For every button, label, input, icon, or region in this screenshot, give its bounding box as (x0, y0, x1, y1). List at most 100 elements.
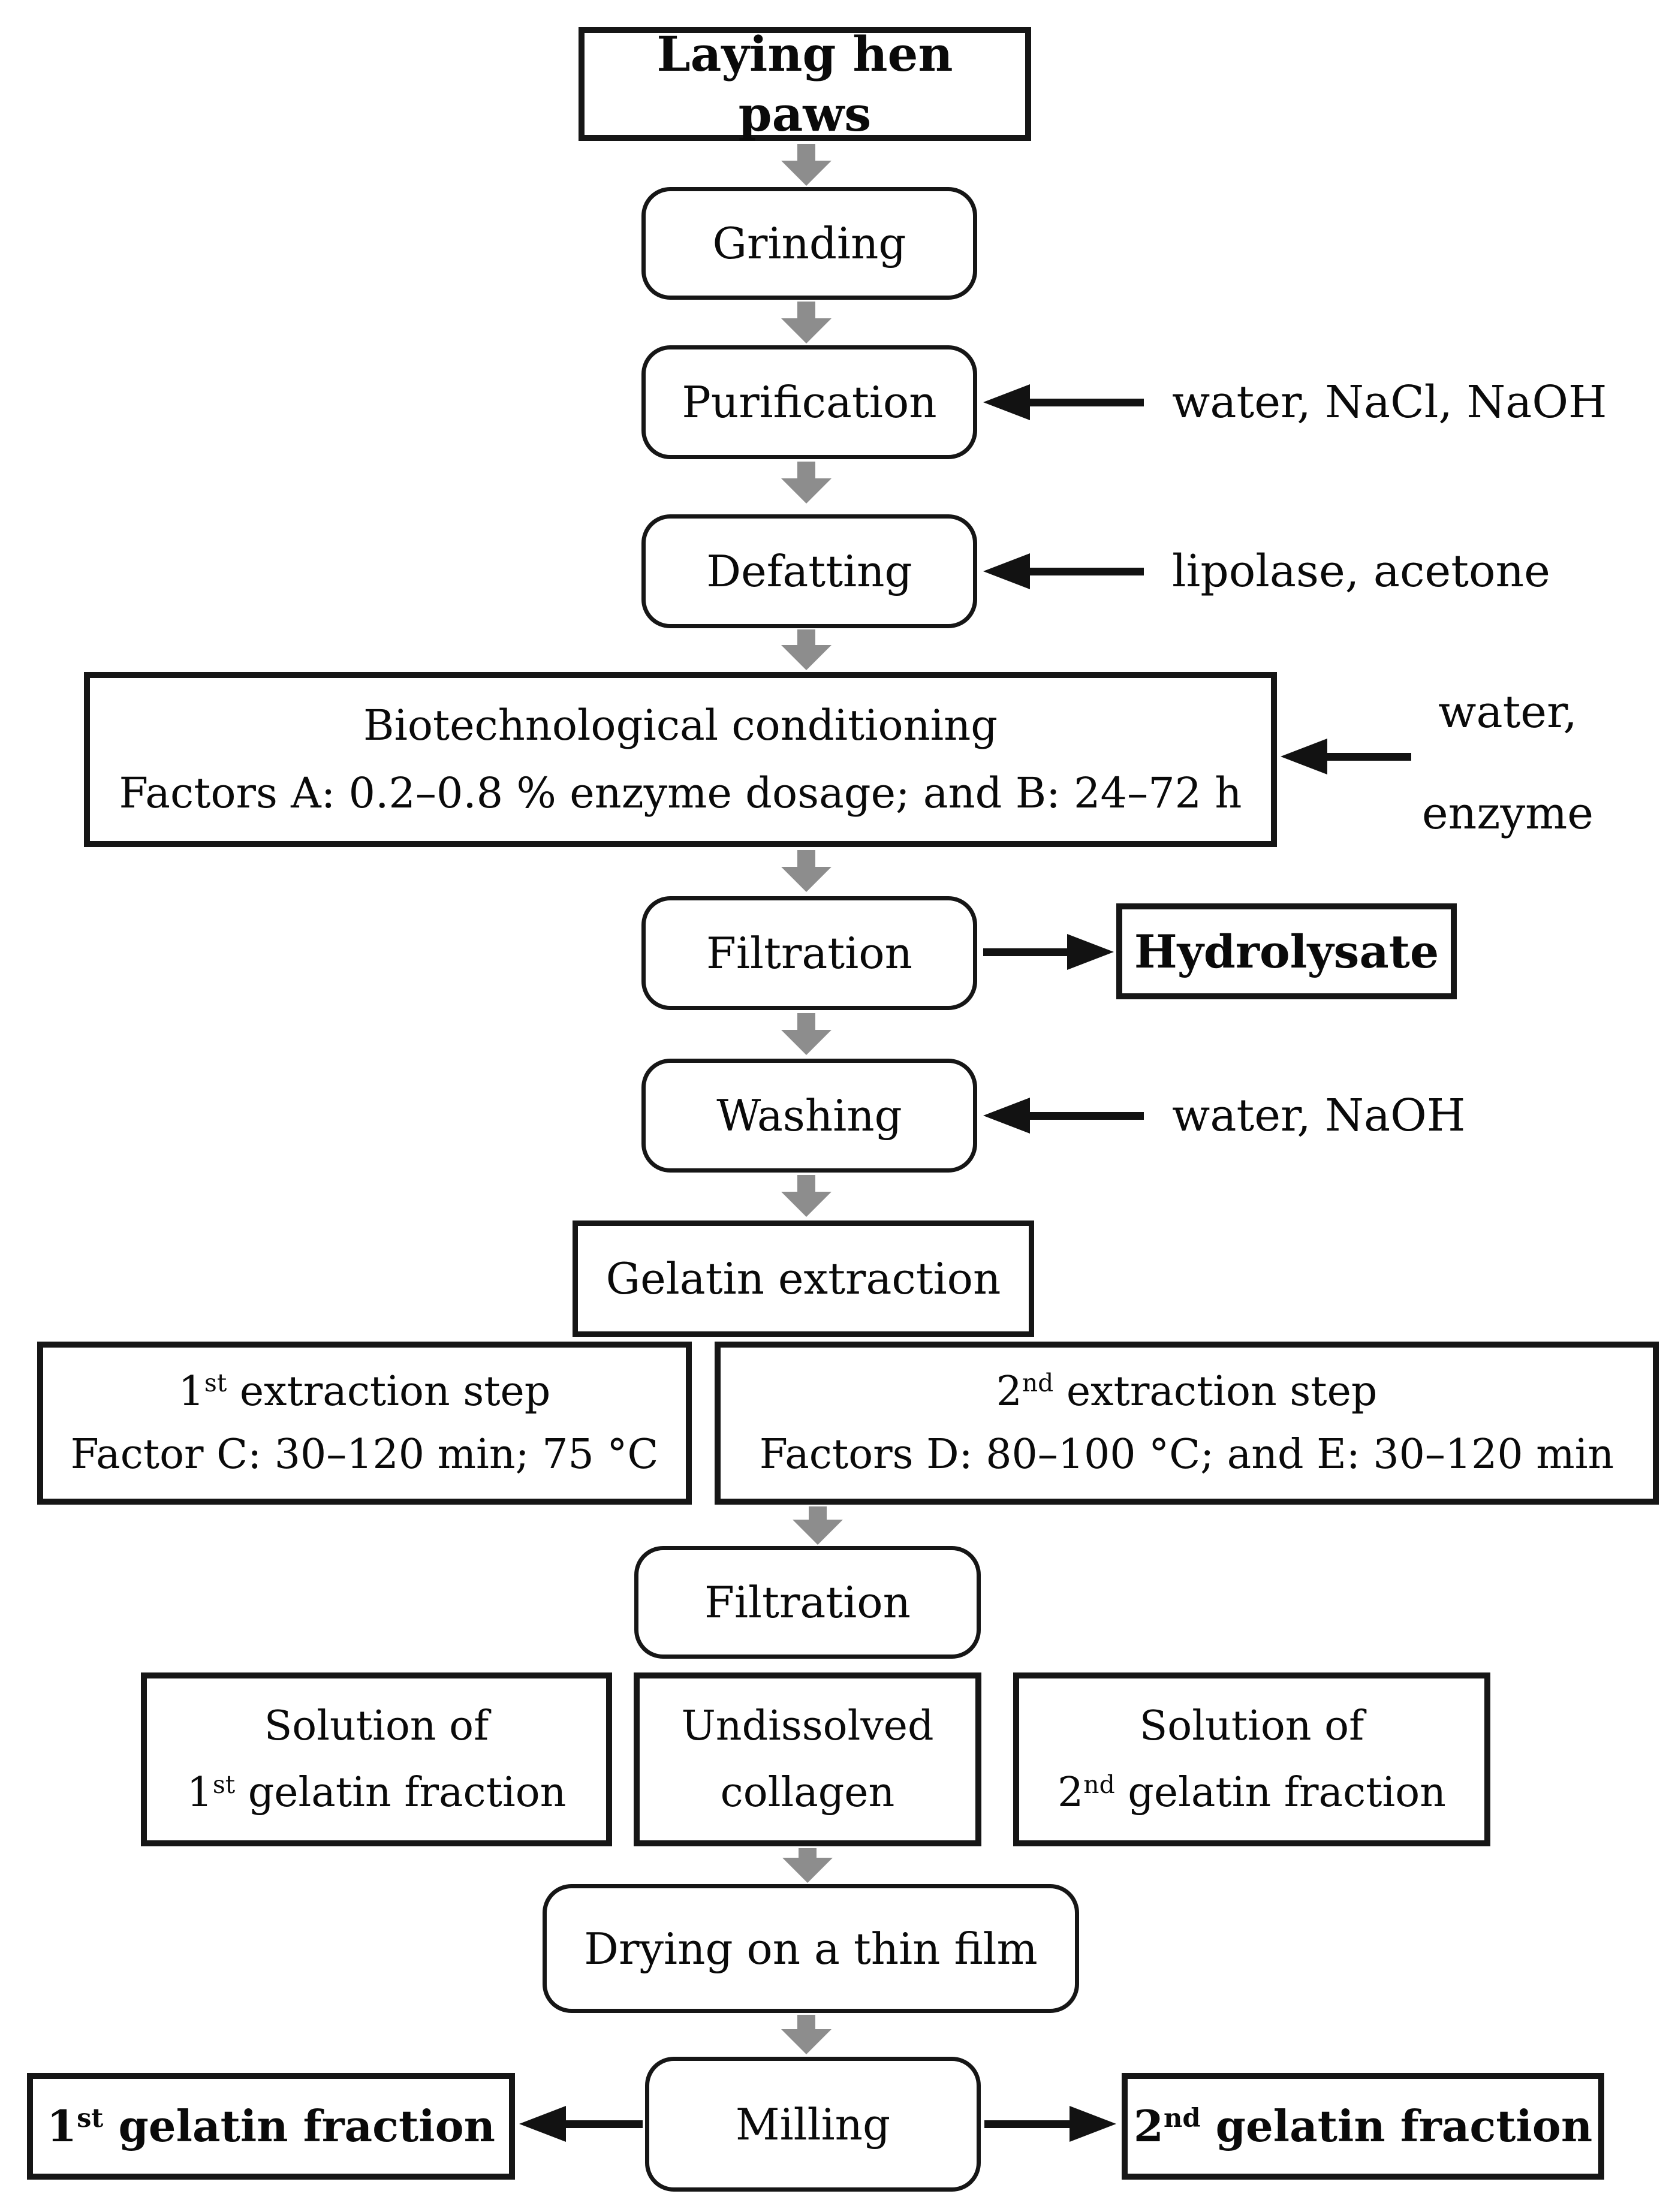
ordinal-suffix: st (77, 2103, 104, 2134)
arrow-head (781, 2029, 832, 2054)
node-fraction-1-label: 1st gelatin fraction (47, 2099, 495, 2153)
node-gelatin-extraction-label: Gelatin extraction (605, 1253, 1001, 1304)
input-label-washing: water, NaOH (1172, 1083, 1465, 1149)
right-arrow-icon (984, 2106, 1116, 2142)
line-text: gelatin fraction (103, 2101, 495, 2151)
arrow-stem (983, 948, 1067, 956)
node-washing: Washing (641, 1059, 977, 1173)
arrow-head (782, 1858, 833, 1883)
node-extraction-step-2-line1: 2nd extraction step (996, 1366, 1378, 1417)
ordinal-suffix: nd (1083, 1770, 1115, 1799)
arrow-stem (797, 850, 815, 867)
node-undissolved-line1: Undissolved (681, 1702, 934, 1750)
down-arrow-icon (781, 144, 832, 186)
node-filtration-1-label: Filtration (706, 928, 912, 978)
ordinal-number: 2 (1133, 2101, 1164, 2151)
arrow-stem (797, 2015, 815, 2029)
arrow-head (781, 645, 832, 670)
arrow-head (983, 553, 1030, 589)
node-laying-hen-paws: Laying hen paws (579, 26, 1031, 142)
left-arrow-icon (983, 1098, 1144, 1134)
ordinal-number: 2 (996, 1367, 1022, 1415)
input-label-defatting: lipolase, acetone (1172, 538, 1550, 604)
line-text: gelatin fraction (235, 1769, 567, 1817)
node-drying-label: Drying on a thin film (584, 1923, 1038, 1974)
arrow-head (793, 1520, 843, 1545)
ordinal-number: 1 (186, 1769, 213, 1817)
node-solution-1-line2: 1st gelatin fraction (187, 1767, 567, 1818)
arrow-stem (797, 144, 815, 161)
down-arrow-icon (781, 462, 832, 504)
node-biotech-line1: Biotechnological conditioning (363, 700, 998, 750)
node-extraction-step-2-line2: Factors D: 80–100 °C; and E: 30–120 min (759, 1431, 1614, 1479)
node-fraction-2-label: 2nd gelatin fraction (1134, 2099, 1592, 2153)
node-extraction-step-2: 2nd extraction step Factors D: 80–100 °C… (715, 1342, 1659, 1505)
node-solution-2nd-fraction: Solution of 2nd gelatin fraction (1013, 1672, 1490, 1846)
node-biotechnological-conditioning: Biotechnological conditioning Factors A:… (84, 672, 1277, 847)
input-label-defatting-text: lipolase, acetone (1172, 546, 1550, 597)
node-solution-1-line1: Solution of (264, 1702, 489, 1750)
node-1st-gelatin-fraction: 1st gelatin fraction (27, 2073, 515, 2180)
input-label-purification: water, NaCl, NaOH (1172, 369, 1607, 435)
node-purification-label: Purification (682, 377, 937, 427)
arrow-stem (797, 462, 815, 478)
node-solution-2-line2: 2nd gelatin fraction (1058, 1767, 1446, 1818)
arrow-stem (1030, 398, 1144, 406)
ordinal-suffix: nd (1163, 2103, 1201, 2134)
ordinal-number: 2 (1058, 1769, 1084, 1817)
left-arrow-icon (983, 553, 1144, 589)
arrow-stem (1327, 752, 1411, 761)
node-biotech-line2: Factors A: 0.2–0.8 % enzyme dosage; and … (119, 768, 1242, 818)
left-arrow-icon (519, 2106, 643, 2142)
line-text: extraction step (227, 1367, 551, 1415)
line-text: extraction step (1053, 1367, 1378, 1415)
arrow-head (1067, 934, 1114, 970)
node-grinding-label: Grinding (712, 218, 906, 269)
down-arrow-icon (782, 1848, 833, 1883)
line-text: gelatin fraction (1200, 2101, 1593, 2151)
arrow-head (781, 478, 832, 504)
input-label-biotech-line1: water, (1438, 686, 1577, 738)
down-arrow-icon (793, 1506, 843, 1545)
left-arrow-icon (983, 384, 1144, 420)
arrow-head (781, 1192, 832, 1217)
arrow-stem (799, 1848, 817, 1858)
node-solution-1st-fraction: Solution of 1st gelatin fraction (141, 1672, 612, 1846)
ordinal-suffix: st (204, 1369, 227, 1398)
node-milling: Milling (645, 2057, 981, 2192)
node-undissolved-line2: collagen (720, 1769, 895, 1817)
node-grinding: Grinding (641, 187, 977, 300)
input-label-washing-text: water, NaOH (1172, 1090, 1466, 1141)
arrow-stem (1030, 1111, 1144, 1120)
right-arrow-icon (983, 934, 1114, 970)
arrow-stem (797, 302, 815, 318)
arrow-head (983, 1098, 1030, 1134)
left-arrow-icon (1281, 739, 1411, 774)
node-extraction-step-1-line1: 1st extraction step (179, 1366, 551, 1417)
down-arrow-icon (781, 850, 832, 892)
node-filtration-2: Filtration (634, 1546, 981, 1659)
arrow-stem (797, 1175, 815, 1192)
down-arrow-icon (781, 1175, 832, 1217)
arrow-stem (566, 2120, 643, 2128)
arrow-stem (984, 2120, 1070, 2128)
down-arrow-icon (781, 629, 832, 670)
arrow-head (519, 2106, 566, 2142)
node-extraction-step-1: 1st extraction step Factor C: 30–120 min… (37, 1342, 692, 1505)
down-arrow-icon (781, 1013, 832, 1055)
node-hydrolysate: Hydrolysate (1116, 903, 1457, 999)
ordinal-number: 1 (178, 1367, 204, 1415)
node-defatting: Defatting (641, 514, 977, 628)
arrow-head (1070, 2106, 1116, 2142)
node-filtration-2-label: Filtration (704, 1577, 911, 1628)
node-defatting-label: Defatting (706, 546, 912, 596)
node-undissolved-collagen: Undissolved collagen (634, 1672, 981, 1846)
node-gelatin-extraction: Gelatin extraction (573, 1220, 1034, 1337)
ordinal-suffix: nd (1022, 1369, 1054, 1398)
input-label-biotech: water, enzyme (1409, 686, 1607, 839)
ordinal-suffix: st (212, 1770, 236, 1799)
input-label-purification-text: water, NaCl, NaOH (1172, 376, 1607, 428)
node-washing-label: Washing (716, 1090, 902, 1141)
node-milling-label: Milling (735, 2099, 891, 2150)
